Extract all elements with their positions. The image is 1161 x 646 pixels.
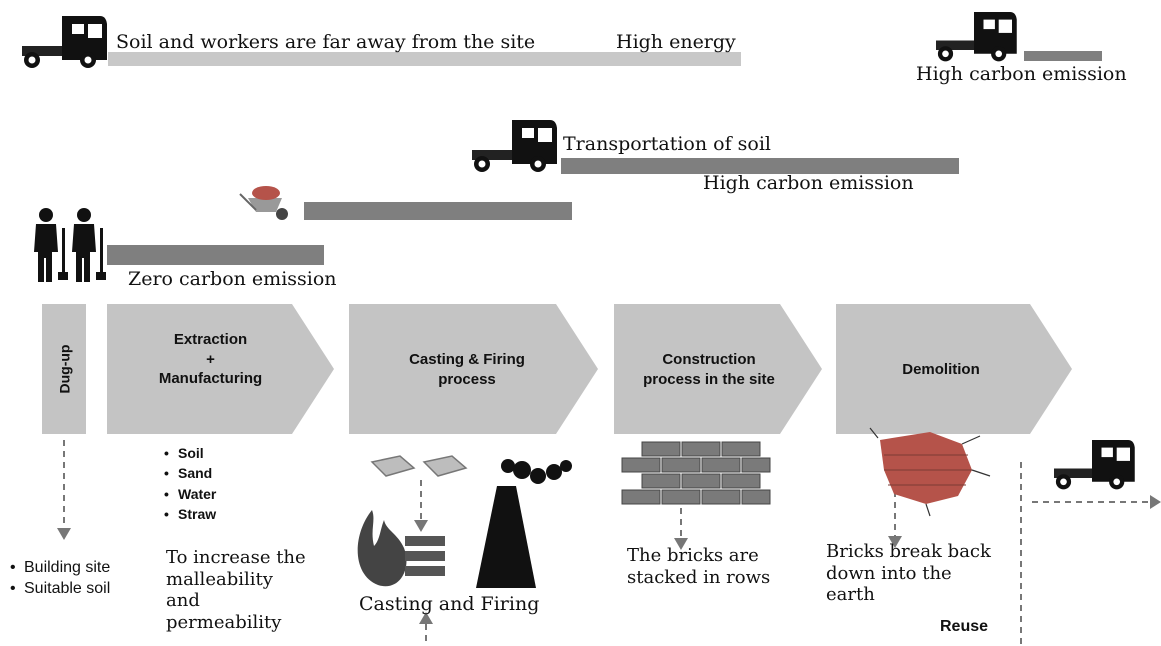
wheelbarrow-icon (239, 186, 288, 220)
chevron-casting (349, 304, 598, 434)
transport-emission-label: High carbon emission (703, 172, 914, 194)
stage-extraction-label: Extraction + Manufacturing (158, 331, 263, 387)
zero-emission-label: Zero carbon emission (128, 268, 337, 290)
dugup-item: Suitable soil (10, 579, 110, 600)
dugup-item: Building site (10, 558, 110, 579)
stage-demolition-label: Demolition (902, 361, 980, 378)
stage-dug-up: Dug-up (42, 304, 86, 434)
extraction-item: Soil (164, 443, 216, 464)
extraction-list: Soil Sand Water Straw (164, 443, 216, 524)
truck-icon-reuse (1054, 440, 1135, 490)
reuse-label: Reuse (940, 618, 989, 635)
construction-caption: The bricks are stacked in rows (627, 545, 771, 588)
broken-brick-wall-icon (869, 427, 991, 517)
truck-icon-top-right (936, 12, 1017, 62)
extraction-item: Straw (164, 504, 216, 525)
extraction-note: To increase the malleability and permeab… (166, 547, 306, 633)
high-energy-bar (108, 52, 741, 66)
arrowheads (57, 495, 1161, 624)
workers-icon (34, 208, 106, 282)
brick-wall-icon (621, 441, 771, 505)
brick-mold-icon (370, 455, 468, 477)
chevron-dug-up (42, 304, 86, 434)
top-right-emission-bar (1024, 51, 1102, 61)
dugup-list: Building site Suitable soil (10, 558, 110, 600)
truck-icon-top-left (22, 16, 107, 68)
chevron-demolition (836, 304, 1072, 434)
wheelbarrow-bar (304, 202, 572, 220)
chevron-construction (614, 304, 822, 434)
stage-construction-label: Construction process in the site (643, 351, 775, 388)
site-distance-note: Soil and workers are far away from the s… (116, 31, 536, 53)
fire-icon (357, 510, 445, 587)
stage-dug-up-label: Dug-up (56, 344, 73, 394)
transport-label: Transportation of soil (563, 133, 771, 155)
transport-emission-bar (561, 158, 959, 174)
zero-emission-bar (107, 245, 324, 265)
stage-casting-label: Casting & Firing process (409, 351, 525, 388)
high-energy-label: High energy (616, 31, 736, 53)
chevron-extraction (107, 304, 334, 434)
kiln-chimney-icon (476, 459, 572, 588)
extraction-item: Water (164, 484, 216, 505)
extraction-item: Sand (164, 463, 216, 484)
top-right-emission-label: High carbon emission (916, 63, 1127, 85)
truck-icon-transport (472, 120, 557, 172)
casting-caption: Casting and Firing (359, 593, 540, 615)
demolition-caption: Bricks break back down into the earth (826, 541, 991, 606)
